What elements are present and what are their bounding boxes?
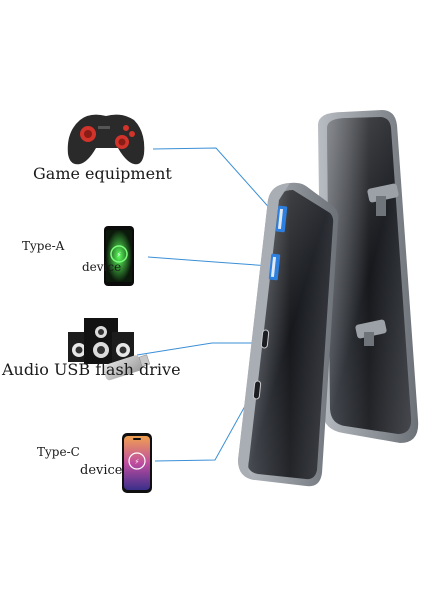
connector-line-audio bbox=[136, 342, 270, 356]
label-device-c: device bbox=[80, 463, 123, 478]
label-audio-usb: Audio USB flash drive bbox=[2, 360, 181, 379]
connector-line-game bbox=[152, 147, 274, 213]
label-type-c: Type-C bbox=[37, 445, 80, 459]
usb-hub-icon bbox=[238, 182, 339, 487]
speaker-set-icon bbox=[68, 318, 134, 364]
smartphone-icon: ⚡ bbox=[122, 433, 152, 493]
connector-line-type-a bbox=[147, 256, 271, 267]
gamepad-icon bbox=[67, 114, 145, 165]
svg-text:⚡: ⚡ bbox=[135, 458, 140, 466]
usb-c-port bbox=[260, 329, 270, 349]
usb-c-port bbox=[252, 380, 262, 400]
usb-flash-drive-icon bbox=[103, 354, 151, 381]
connector-line-type-c bbox=[154, 387, 256, 462]
label-type-a: Type-A bbox=[22, 239, 65, 253]
smartphone-icon: ⚡ bbox=[104, 226, 134, 286]
label-game-equipment: Game equipment bbox=[33, 164, 172, 183]
label-device-a: device bbox=[82, 260, 122, 274]
usb-hub-icon-back bbox=[318, 110, 419, 443]
svg-text:⚡: ⚡ bbox=[117, 251, 122, 259]
connector-lines bbox=[136, 147, 274, 462]
